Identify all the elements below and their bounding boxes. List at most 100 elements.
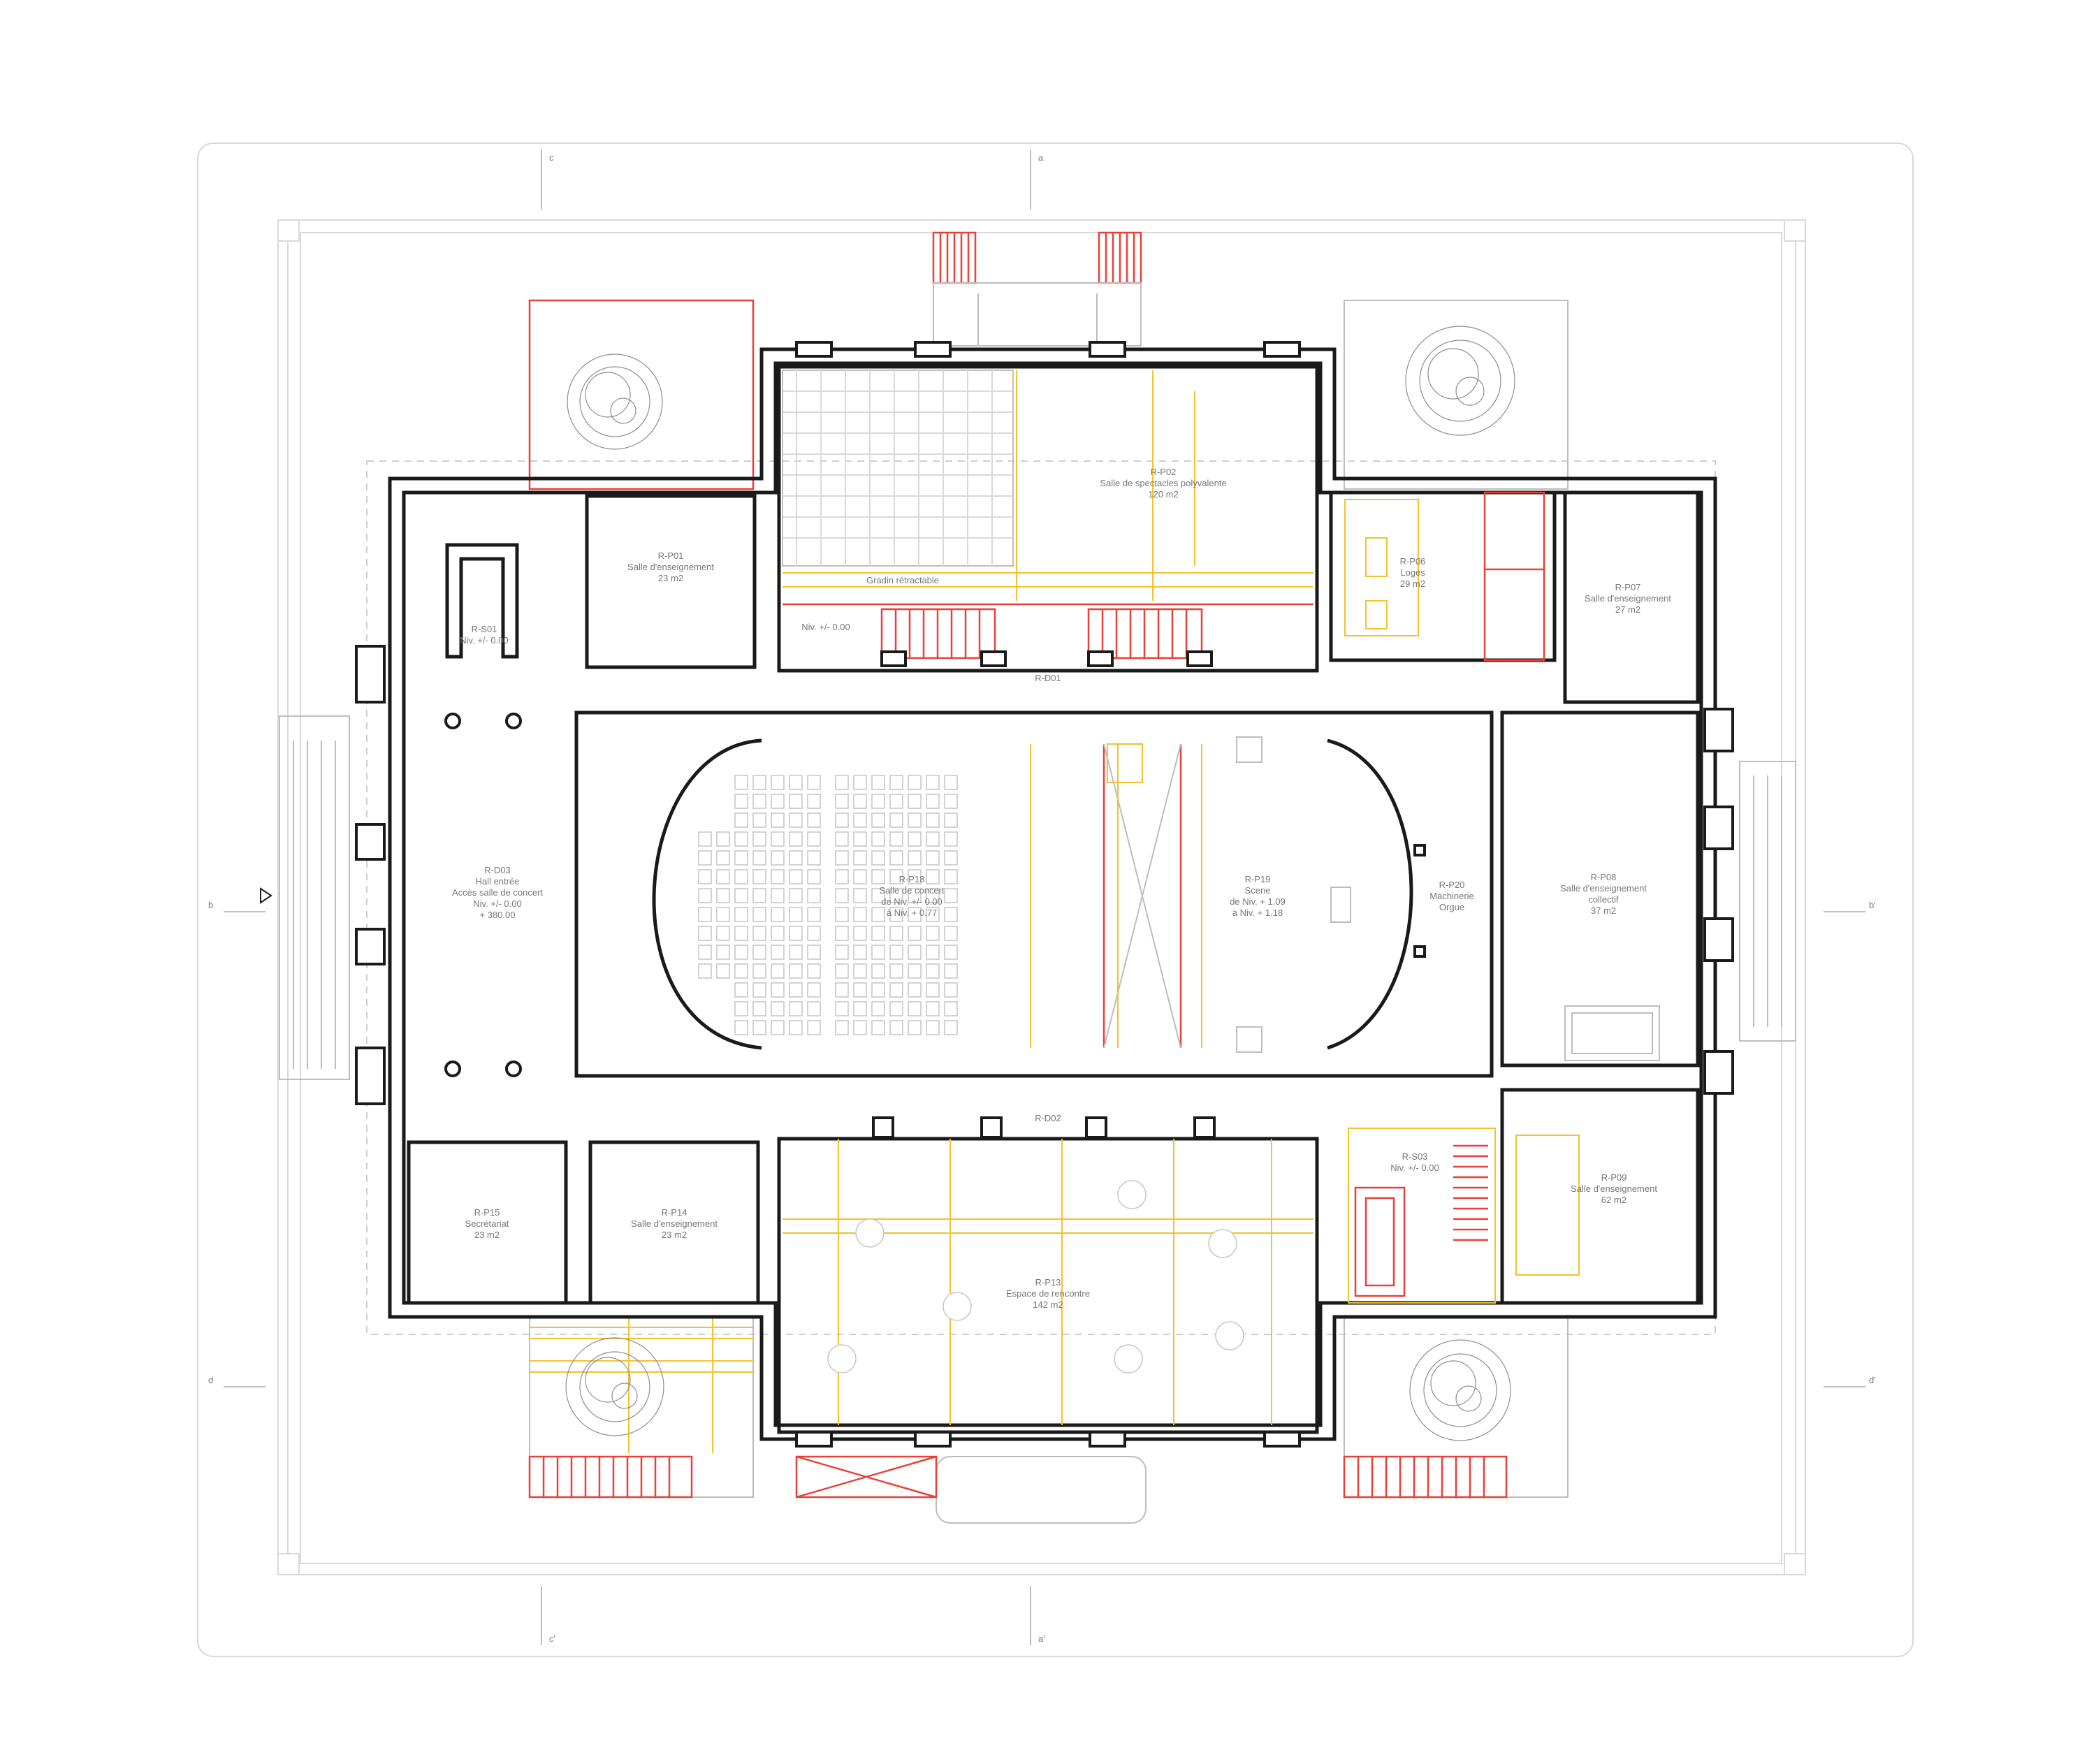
north-stairs [932, 231, 1142, 347]
seat [944, 812, 958, 828]
seat [716, 963, 730, 979]
room-p13-area: 142 m2 [1033, 1299, 1063, 1310]
seat [771, 963, 785, 979]
seat [789, 1020, 803, 1035]
pilasters [355, 341, 1734, 1448]
seat [752, 963, 766, 979]
seat [789, 812, 803, 828]
seat [871, 794, 885, 809]
seat [889, 888, 903, 903]
s03-stair [1348, 1128, 1580, 1304]
stage-area [1030, 736, 1426, 1053]
room-p19-code: R-P19 [1245, 874, 1271, 884]
tree-nw [567, 353, 663, 450]
room-s01-code: R-S01 [472, 624, 497, 634]
room-p01-name: Salle d'enseignement [627, 562, 714, 572]
seat [716, 945, 730, 960]
corridor-d01: R-D01 [1035, 673, 1061, 683]
seat [807, 775, 821, 790]
marker-b-left: b [208, 900, 213, 910]
room-p06-code: R-P06 [1400, 556, 1426, 567]
seat [771, 831, 785, 847]
marker-a-top: a [1038, 152, 1044, 163]
seat [789, 926, 803, 941]
labels: c a c' a' b b' d d' R-P01 Salle d'enseig… [208, 152, 1876, 1644]
room-p02-name: Salle de spectacles polyvalente [1100, 478, 1226, 488]
seat [908, 775, 922, 790]
loges-fitout [1344, 491, 1545, 662]
seat [944, 907, 958, 922]
seat [871, 869, 885, 884]
seat [771, 888, 785, 903]
seat [789, 982, 803, 998]
seat [889, 982, 903, 998]
seat [853, 831, 867, 847]
seat [752, 869, 766, 884]
tree-sw [565, 1337, 664, 1436]
room-p19-l3: à Niv. + 1.18 [1232, 907, 1283, 918]
seat [926, 775, 940, 790]
seat [853, 907, 867, 922]
seat [771, 1001, 785, 1016]
courtyards [528, 299, 1569, 1499]
room-p07-code: R-P07 [1615, 582, 1641, 592]
retractable-seating [782, 370, 1313, 667]
room-p07-name: Salle d'enseignement [1585, 593, 1671, 604]
seat [734, 812, 748, 828]
seat [789, 794, 803, 809]
room-p15-code: R-P15 [474, 1207, 500, 1218]
seat [926, 888, 940, 903]
seat [908, 982, 922, 998]
seat [889, 775, 903, 790]
seat [789, 1001, 803, 1016]
seat [752, 812, 766, 828]
seat [835, 982, 849, 998]
seat [871, 831, 885, 847]
seat [752, 850, 766, 866]
seat [734, 945, 748, 960]
seat [771, 775, 785, 790]
seat [853, 1020, 867, 1035]
room-p02-area: 120 m2 [1148, 489, 1178, 500]
seat [908, 1020, 922, 1035]
room-p08-l2: collectif [1588, 894, 1619, 905]
room-p08-code: R-P08 [1591, 872, 1617, 882]
seat [908, 1001, 922, 1016]
seat [771, 926, 785, 941]
walls [388, 347, 1717, 1441]
seat [698, 907, 712, 922]
seat [835, 1020, 849, 1035]
seat [926, 982, 940, 998]
room-p09-area: 62 m2 [1601, 1195, 1626, 1205]
seat [835, 963, 849, 979]
columns [444, 713, 1216, 1139]
seat [716, 831, 730, 847]
seat [944, 926, 958, 941]
seat [835, 812, 849, 828]
seat [716, 869, 730, 884]
room-d03-l3: Niv. +/- 0.00 [473, 898, 521, 909]
seat [944, 794, 958, 809]
seat [752, 982, 766, 998]
seat [871, 812, 885, 828]
seat [807, 945, 821, 960]
seat [908, 963, 922, 979]
seat [853, 794, 867, 809]
room-p01-area: 23 m2 [658, 573, 683, 583]
seat [889, 926, 903, 941]
marker-d-right: d' [1869, 1375, 1876, 1385]
marker-c-top: c [549, 152, 554, 163]
p08-furniture [1564, 1005, 1660, 1061]
seat [698, 850, 712, 866]
seat [771, 1020, 785, 1035]
seat [908, 907, 922, 922]
gradin-label: Gradin rétractable [866, 575, 939, 585]
seat [716, 926, 730, 941]
room-s03-level: Niv. +/- 0.00 [1390, 1162, 1439, 1173]
room-p20-code: R-P20 [1439, 880, 1465, 890]
seat [807, 1001, 821, 1016]
seat [698, 831, 712, 847]
seat [926, 963, 940, 979]
seat [926, 926, 940, 941]
